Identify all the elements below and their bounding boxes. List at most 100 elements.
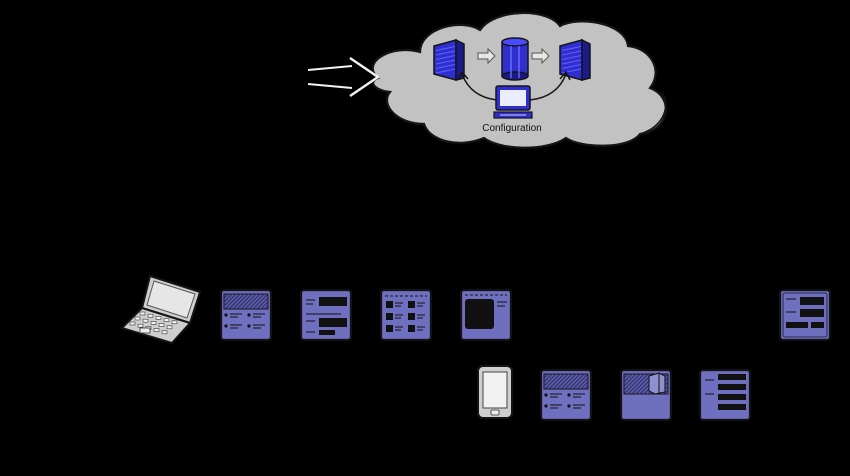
hatch-line bbox=[548, 373, 565, 390]
hatch-line bbox=[264, 305, 269, 310]
bar-block bbox=[800, 309, 824, 317]
arrow-tip bbox=[457, 70, 469, 81]
card-thumb bbox=[386, 325, 393, 332]
laptop-key bbox=[139, 311, 146, 316]
hatch-line bbox=[236, 293, 253, 310]
monitor-icon bbox=[493, 85, 533, 119]
bar-block bbox=[718, 404, 746, 410]
bullet bbox=[247, 324, 251, 328]
laptop-key bbox=[147, 313, 154, 318]
screen-image-box bbox=[619, 368, 673, 422]
bar-block bbox=[319, 297, 347, 306]
rack-side bbox=[581, 38, 591, 81]
screen-grid-cards bbox=[379, 288, 433, 342]
laptop-key bbox=[163, 318, 170, 322]
bar-block bbox=[319, 318, 347, 327]
arrow-shape bbox=[531, 47, 550, 65]
screen-image-panel bbox=[459, 288, 513, 342]
hatch-line bbox=[223, 293, 233, 303]
hatch-line bbox=[240, 293, 257, 310]
rack-slot bbox=[561, 64, 582, 69]
hatch-line bbox=[252, 293, 269, 310]
laptop-key bbox=[137, 323, 144, 328]
hatch-line bbox=[232, 293, 249, 310]
hatch-line bbox=[224, 293, 241, 310]
screen-list-rows bbox=[698, 368, 752, 422]
database-cylinder-icon bbox=[501, 37, 529, 81]
hatch-line bbox=[623, 373, 629, 379]
screen-header-two-columns bbox=[539, 368, 593, 422]
card-thumb bbox=[386, 301, 393, 308]
bar-block bbox=[718, 374, 746, 380]
monitor-screen bbox=[500, 90, 526, 106]
rack-slot bbox=[561, 59, 582, 65]
bar-block bbox=[800, 297, 824, 305]
hatch-line bbox=[223, 293, 229, 299]
hatch-line bbox=[627, 373, 649, 395]
db-bottom bbox=[501, 71, 529, 81]
configuration-label: Configuration bbox=[482, 123, 542, 134]
rack-slot bbox=[435, 59, 456, 65]
bullet bbox=[544, 404, 548, 408]
server-rack-icon bbox=[559, 38, 591, 81]
rack-slot bbox=[561, 55, 582, 60]
rack-slot bbox=[561, 46, 582, 51]
hatch-line bbox=[552, 373, 569, 390]
box-icon bbox=[648, 372, 666, 395]
hatch-line bbox=[256, 297, 269, 310]
phone-button bbox=[490, 409, 500, 416]
bar-block bbox=[811, 322, 824, 328]
card-thumb bbox=[408, 301, 415, 308]
card-thumb bbox=[408, 325, 415, 332]
db-body bbox=[501, 41, 529, 77]
hatch-line bbox=[623, 373, 645, 395]
hatch-line bbox=[544, 373, 561, 390]
rack-slot bbox=[435, 46, 456, 51]
hatch-line bbox=[248, 293, 265, 310]
rack-slot bbox=[435, 50, 456, 56]
arrow-shape bbox=[477, 47, 496, 65]
laptop-key bbox=[129, 321, 136, 326]
laptop-key bbox=[161, 330, 168, 335]
laptop-key bbox=[155, 316, 162, 320]
laptop-key bbox=[166, 325, 173, 330]
hatch-line bbox=[228, 293, 245, 310]
screen-list-panel bbox=[778, 288, 832, 342]
hatch-line bbox=[580, 381, 589, 390]
bullet bbox=[247, 313, 251, 317]
bar-block bbox=[786, 322, 808, 328]
card-thumb bbox=[408, 313, 415, 320]
cloud-edge bbox=[639, 91, 667, 135]
bullet bbox=[567, 393, 571, 397]
input-arrow-icon bbox=[307, 57, 380, 97]
laptop-key bbox=[142, 318, 149, 323]
bar-block bbox=[718, 384, 746, 390]
hatch-line bbox=[576, 377, 589, 390]
rack-slot bbox=[435, 55, 456, 60]
arrow-right-icon bbox=[477, 47, 496, 65]
hatch-line bbox=[572, 373, 589, 390]
bar-block bbox=[319, 330, 335, 335]
laptop-trackpad bbox=[139, 327, 151, 334]
server-rack-icon bbox=[433, 38, 465, 81]
hatch-line bbox=[623, 373, 637, 387]
hatch-line bbox=[623, 373, 633, 383]
curved-arrow-right bbox=[529, 73, 567, 101]
bullet bbox=[567, 404, 571, 408]
db-top bbox=[501, 37, 529, 47]
hatch-line bbox=[560, 373, 577, 390]
screen-header-two-columns bbox=[219, 288, 273, 342]
hatch-line bbox=[584, 385, 589, 390]
arrow-shaft bbox=[307, 65, 353, 89]
bullet bbox=[224, 324, 228, 328]
hatch-line bbox=[244, 293, 261, 310]
rack-slot bbox=[561, 50, 582, 56]
smartphone-icon bbox=[477, 365, 513, 419]
image-block bbox=[465, 299, 494, 329]
arrow-right-icon bbox=[531, 47, 550, 65]
hatch-line bbox=[543, 373, 553, 383]
inner-frame bbox=[782, 292, 828, 338]
laptop-key bbox=[153, 328, 160, 332]
hatch-line bbox=[568, 373, 585, 390]
